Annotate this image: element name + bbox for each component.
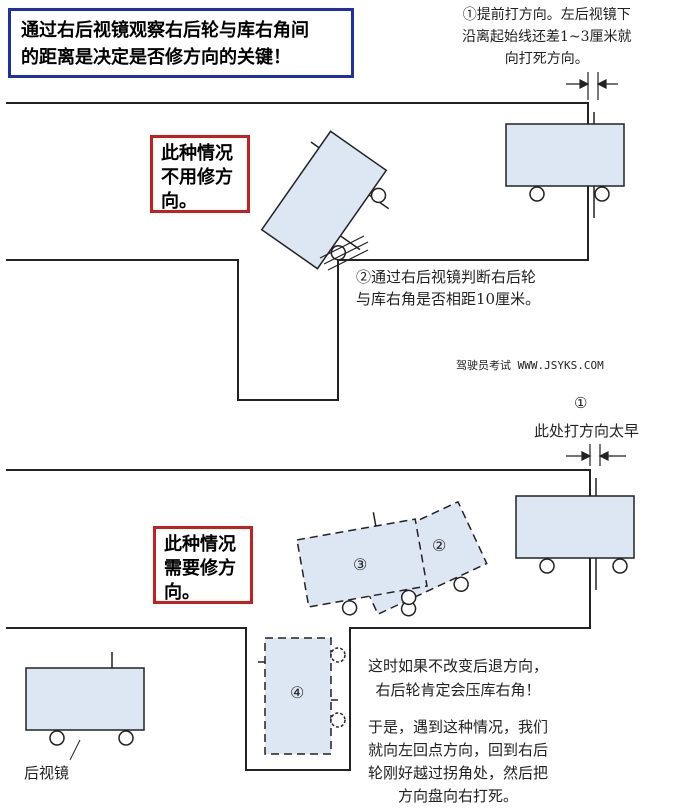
dashed-car-position-4 xyxy=(258,637,346,755)
note-early-steer-line-1: ①提前打方向。左后视镜下 xyxy=(462,7,631,23)
note-mirror-check-line-1: ②通过右后视镜判断右后轮 xyxy=(356,268,537,286)
label-3: ③ xyxy=(353,555,367,574)
bottom-start-car xyxy=(515,478,635,590)
top-turning-car xyxy=(260,130,390,270)
bottom-distance-marker xyxy=(566,444,626,466)
marker-1-text: 此处打方向太早 xyxy=(534,422,640,440)
mirror-legend-car xyxy=(25,652,145,761)
label-4: ④ xyxy=(290,683,304,702)
note-early-steer-line-2: 沿离起始线还差1~3厘米就 xyxy=(462,29,632,45)
label-2: ② xyxy=(432,536,446,555)
note-early-steer: ①提前打方向。左后视镜下 沿离起始线还差1~3厘米就 向打死方向。 xyxy=(462,4,632,70)
top-wheel-hatch xyxy=(319,235,369,271)
marker-1-number: ① xyxy=(574,394,588,412)
need-adjust-line-1: 此种情况 xyxy=(164,534,236,555)
title-line-1: 通过右后视镜观察右后轮与库右角间 xyxy=(21,20,309,41)
need-adjust-line-3: 向。 xyxy=(164,582,200,603)
note-solution-line-4: 方向盘向右打死。 xyxy=(398,787,519,805)
no-adjust-line-1: 此种情况 xyxy=(161,143,233,164)
top-distance-marker xyxy=(566,72,618,100)
note-solution-line-3: 轮刚好越过拐角处，然后把 xyxy=(368,764,549,782)
need-adjust-line-2: 需要修方 xyxy=(164,558,236,579)
note-solution: 于是，遇到这种情况，我们 就向左回点方向，回到右后 轮刚好越过拐角处，然后把 方… xyxy=(368,716,548,808)
note-warning-line-2: 右后轮肯定会压库右角！ xyxy=(375,681,541,699)
note-mirror-check-line-2: 与库右角是否相距10厘米。 xyxy=(356,290,541,308)
note-early-steer-line-3: 向打死方向。 xyxy=(504,51,589,67)
need-adjust-box: 此种情况 需要修方 向。 xyxy=(153,526,253,604)
note-warning: 这时如果不改变后退方向， 右后轮肯定会压库右角！ xyxy=(368,654,548,702)
title-box: 通过右后视镜观察右后轮与库右角间 的距离是决定是否修方向的关键！ xyxy=(8,8,354,78)
no-adjust-line-3: 向。 xyxy=(161,191,197,212)
no-adjust-line-2: 不用修方 xyxy=(161,167,233,188)
dashed-car-position-3 xyxy=(296,512,428,616)
note-solution-line-2: 就向左回点方向，回到右后 xyxy=(368,741,549,759)
note-mirror-check: ②通过右后视镜判断右后轮 与库右角是否相距10厘米。 xyxy=(356,266,540,310)
watermark: 驾驶员考试 WWW.JSYKS.COM xyxy=(456,359,604,372)
no-adjust-box: 此种情况 不用修方 向。 xyxy=(150,135,250,213)
mirror-label: 后视镜 xyxy=(24,764,70,782)
note-warning-line-1: 这时如果不改变后退方向， xyxy=(368,657,549,675)
note-solution-line-1: 于是，遇到这种情况，我们 xyxy=(368,718,549,736)
title-line-2: 的距离是决定是否修方向的关键！ xyxy=(21,47,291,68)
top-start-car xyxy=(505,112,625,218)
